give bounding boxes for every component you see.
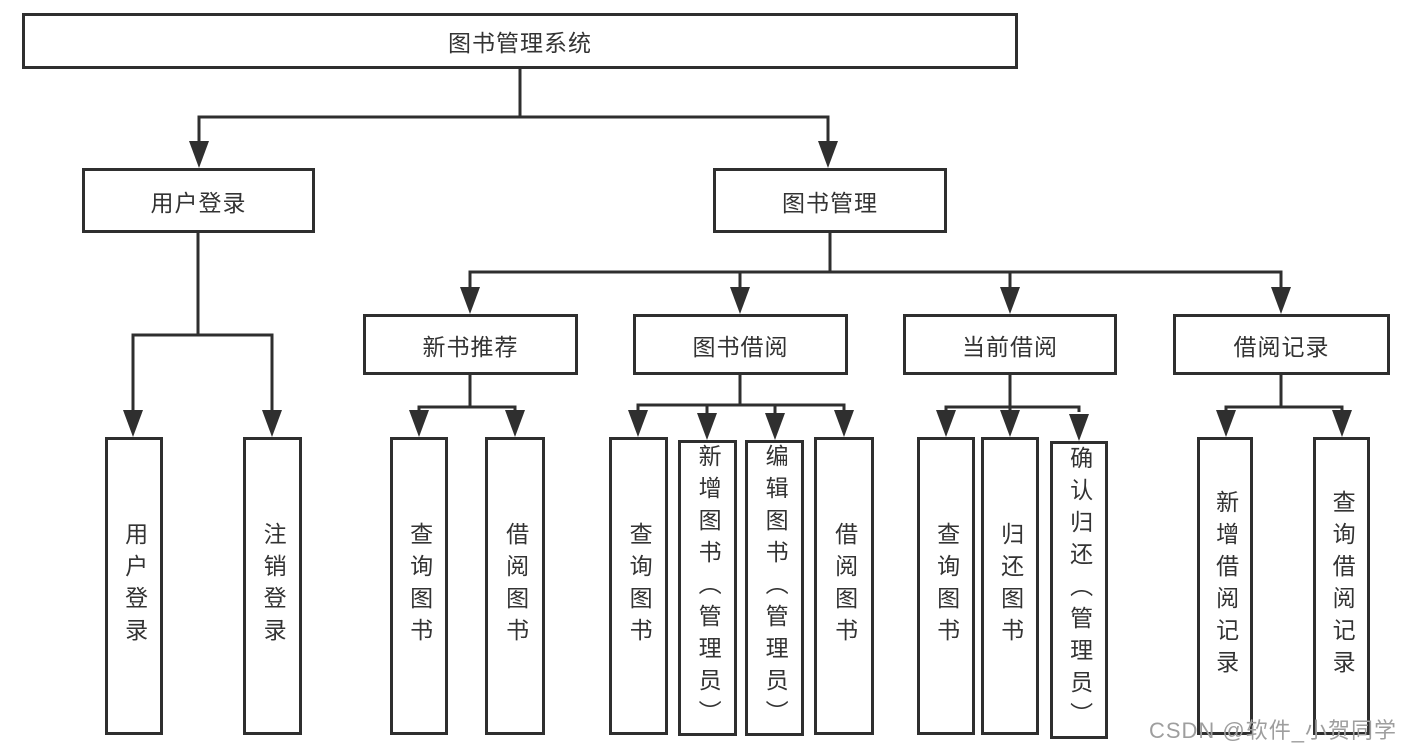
leaf-borrow-query-book-label: 查询图书 [626,522,653,650]
leaf-query-borrow-record: 查询借阅记录 [1313,437,1370,735]
leaf-edit-book-admin: 编辑图书（管理员） [745,440,804,736]
leaf-recommend-borrow-book-label: 借阅图书 [502,522,529,650]
leaf-borrow-book-label: 借阅图书 [831,522,858,650]
leaf-user-login-label: 用户登录 [121,522,148,650]
leaf-recommend-query-book: 查询图书 [390,437,448,735]
node-root-label: 图书管理系统 [448,30,592,56]
node-borrow-record: 借阅记录 [1173,314,1390,375]
leaf-add-book-admin-label: 新增图书（管理员） [695,444,722,732]
leaf-borrow-query-book: 查询图书 [609,437,668,735]
leaf-return-book: 归还图书 [981,437,1039,735]
leaf-confirm-return-admin: 确认归还（管理员） [1050,441,1108,739]
lines [131,69,1344,415]
leaf-logout-label: 注销登录 [260,522,287,650]
leaf-user-login: 用户登录 [105,437,163,735]
node-user-login-label: 用户登录 [150,189,247,216]
node-new-book-recommend: 新书推荐 [363,314,578,375]
node-book-borrow-label: 图书借阅 [692,333,789,360]
leaf-add-book-admin: 新增图书（管理员） [678,440,737,736]
node-current-borrow: 当前借阅 [903,314,1117,375]
leaf-return-book-label: 归还图书 [997,522,1024,650]
leaf-logout: 注销登录 [243,437,302,735]
leaf-add-borrow-record: 新增借阅记录 [1197,437,1253,735]
leaf-borrow-book: 借阅图书 [814,437,874,735]
leaf-current-query-book: 查询图书 [917,437,975,735]
node-root: 图书管理系统 [22,13,1018,69]
leaf-edit-book-admin-label: 编辑图书（管理员） [762,444,789,732]
leaf-query-borrow-record-label: 查询借阅记录 [1329,490,1356,682]
node-book-borrow: 图书借阅 [633,314,848,375]
node-user-login: 用户登录 [82,168,315,233]
csdn-watermark: CSDN @软件_小贺同学 [1148,718,1397,743]
node-current-borrow-label: 当前借阅 [962,333,1058,360]
leaf-add-borrow-record-label: 新增借阅记录 [1212,490,1239,682]
node-book-manage: 图书管理 [713,168,947,233]
leaf-confirm-return-admin-label: 确认归还（管理员） [1066,446,1093,734]
node-book-manage-label: 图书管理 [782,189,878,216]
node-new-book-recommend-label: 新书推荐 [422,333,519,360]
leaf-recommend-borrow-book: 借阅图书 [485,437,545,735]
arrowheads [123,141,1352,441]
node-borrow-record-label: 借阅记录 [1233,333,1330,360]
leaf-recommend-query-book-label: 查询图书 [406,522,433,650]
leaf-current-query-book-label: 查询图书 [933,522,960,650]
